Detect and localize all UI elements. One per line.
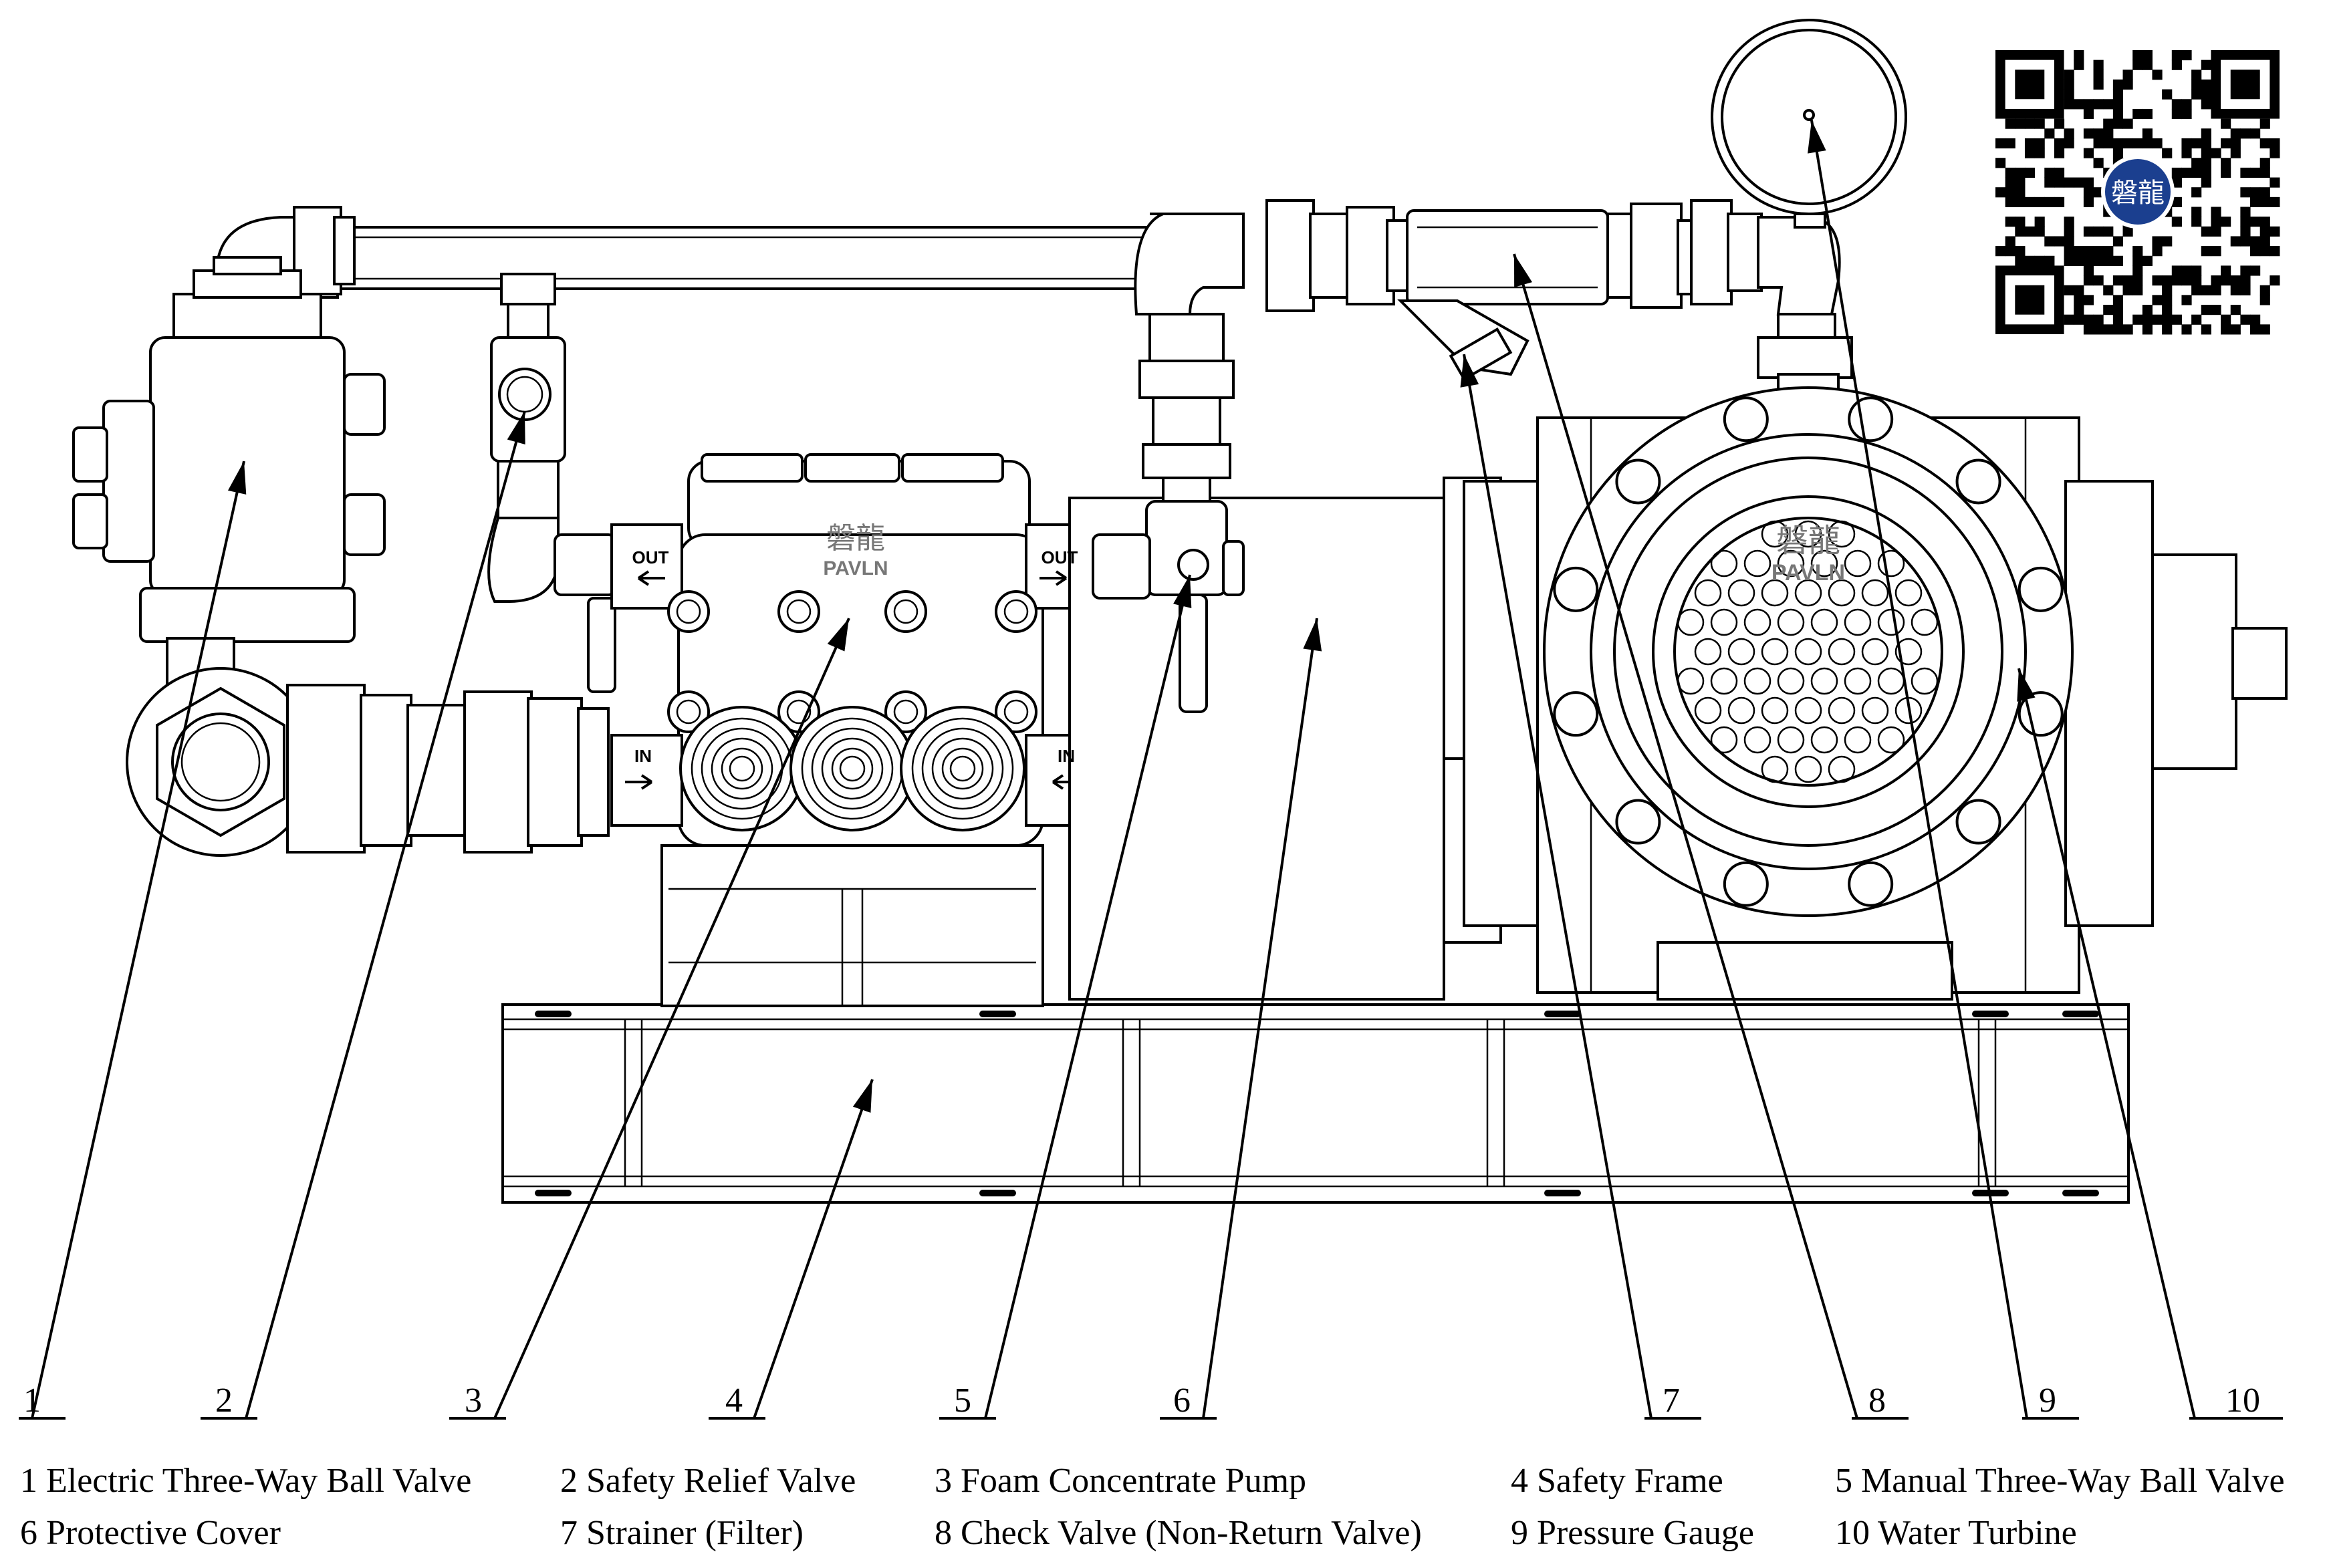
leader-line-2 (245, 410, 526, 1419)
leader-line-9 (1810, 120, 2028, 1419)
leader-arrowhead-6 (1303, 618, 1322, 652)
safety-frame (501, 1003, 2130, 1204)
leader-line-6 (1202, 618, 1318, 1419)
pump-left-out-label: OUT (632, 547, 669, 567)
legend-item-7: 7 Strainer (Filter) (560, 1514, 804, 1552)
qr-code: 磐龍 (1995, 50, 2280, 335)
leader-arrowhead-2 (507, 411, 525, 444)
leader-arrowhead-5 (1173, 575, 1192, 608)
turbine-logo-text: 磐龍 (1776, 523, 1840, 559)
leader-arrowhead-10 (2017, 668, 2036, 702)
leader-line-3 (493, 618, 850, 1419)
callout-3: 3 (465, 1382, 482, 1420)
legend-item-6: 6 Protective Cover (20, 1514, 281, 1552)
leader-arrowhead-9 (1808, 120, 1826, 154)
callout-leaders (19, 120, 2283, 1420)
leader-line-4 (753, 1079, 874, 1419)
leader-line-7 (1463, 354, 1652, 1419)
check-valve (1265, 199, 1706, 312)
pump-right-in-label: IN (1058, 746, 1075, 766)
leader-line-1 (31, 461, 245, 1419)
callout-4: 4 (725, 1382, 743, 1420)
callout-1: 1 (23, 1382, 41, 1420)
leader-arrowhead-1 (227, 461, 247, 495)
callout-2: 2 (215, 1382, 233, 1420)
callout-8: 8 (1868, 1382, 1886, 1420)
water-turbine (1463, 386, 2288, 1001)
legend-item-4: 4 Safety Frame (1511, 1462, 1723, 1500)
callout-9: 9 (2039, 1382, 2056, 1420)
legend-item-5: 5 Manual Three-Way Ball Valve (1835, 1462, 2285, 1500)
leader-line-10 (2017, 668, 2196, 1419)
manual-three-way-ball-valve (1092, 313, 1245, 713)
leader-arrowhead-8 (1514, 254, 1532, 287)
pump-left-in-label: IN (634, 746, 652, 766)
qr-badge (2101, 155, 2175, 229)
legend-item-8: 8 Check Valve (Non-Return Valve) (935, 1514, 1422, 1552)
legend: 1 Electric Three-Way Ball Valve 2 Safety… (20, 1462, 2285, 1552)
qr-badge-text: 磐龍 (2111, 178, 2165, 208)
legend-item-1: 1 Electric Three-Way Ball Valve (20, 1462, 471, 1500)
callout-7: 7 (1663, 1382, 1680, 1420)
legend-item-10: 10 Water Turbine (1835, 1514, 2077, 1552)
leader-arrowhead-4 (852, 1079, 872, 1113)
legend-item-9: 9 Pressure Gauge (1511, 1514, 1754, 1552)
safety-relief-valve (487, 273, 616, 693)
callout-numbers: 1 2 3 4 5 6 7 8 9 10 (23, 1382, 2260, 1420)
legend-item-2: 2 Safety Relief Valve (560, 1462, 856, 1500)
pump-brand-text: PAVLN (823, 557, 888, 579)
callout-6: 6 (1173, 1382, 1191, 1420)
leader-arrowhead-7 (1460, 354, 1479, 388)
return-pipe (215, 206, 1245, 315)
leader-arrowhead-3 (827, 618, 849, 652)
leader-line-8 (1513, 253, 1858, 1419)
turbine-brand-text: PAVLN (1771, 560, 1845, 585)
pump-logo-text: 磐龍 (826, 522, 885, 555)
electric-three-way-ball-valve (72, 256, 610, 857)
pressure-gauge (1690, 19, 1907, 416)
callout-5: 5 (954, 1382, 971, 1420)
pump-right-out-label: OUT (1042, 547, 1078, 567)
legend-item-3: 3 Foam Concentrate Pump (935, 1462, 1306, 1500)
leader-line-5 (984, 574, 1191, 1419)
callout-10: 10 (2225, 1382, 2260, 1420)
